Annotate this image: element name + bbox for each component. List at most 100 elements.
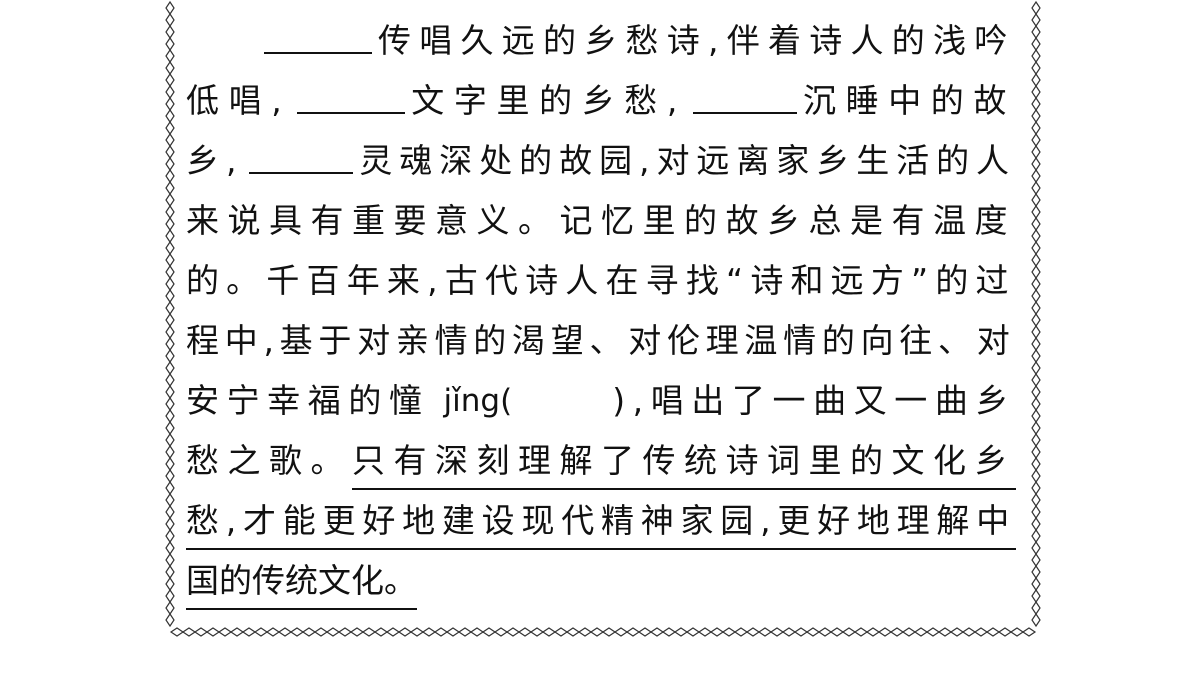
border-diamond — [409, 627, 425, 637]
border-diamond — [505, 627, 521, 637]
border-diamond — [1031, 324, 1041, 340]
border-diamond — [165, 612, 175, 628]
border-diamond — [661, 627, 677, 637]
border-diamond — [165, 228, 175, 244]
border-diamond — [685, 627, 701, 637]
border-diamond — [169, 627, 185, 637]
border-diamond — [1031, 156, 1041, 172]
border-diamond — [1009, 627, 1025, 637]
border-diamond — [529, 627, 545, 637]
border-diamond — [745, 627, 761, 637]
border-diamond — [1031, 384, 1041, 400]
border-diamond — [1031, 132, 1041, 148]
border-diamond — [1031, 228, 1041, 244]
border-diamond — [165, 216, 175, 232]
border-diamond — [1031, 144, 1041, 160]
underlined-sentence: 国的传统文化。 — [186, 552, 417, 610]
border-diamond — [469, 627, 485, 637]
border-diamond — [1031, 108, 1041, 124]
border-diamond — [349, 627, 365, 637]
border-diamond — [781, 627, 797, 637]
border-diamond — [165, 240, 175, 256]
border-diamond — [165, 24, 175, 40]
border-diamond — [937, 627, 953, 637]
border-diamond — [205, 627, 221, 637]
border-diamond — [1031, 96, 1041, 112]
border-diamond — [165, 36, 175, 52]
passage-line-1: 传唱久远的乡愁诗,伴着诗人的浅吟 — [186, 12, 1016, 70]
border-diamond — [181, 627, 197, 637]
border-diamond — [229, 627, 245, 637]
text: 文字里的乡愁, — [411, 81, 687, 120]
border-diamond — [709, 627, 725, 637]
border-diamond — [265, 627, 281, 637]
decorative-border — [165, 0, 1041, 640]
border-diamond — [165, 12, 175, 28]
text: ),唱出了一曲又一曲乡 — [612, 381, 1017, 420]
border-diamond — [853, 627, 869, 637]
border-diamond — [1031, 456, 1041, 472]
border-diamond — [1031, 528, 1041, 544]
border-diamond — [697, 627, 713, 637]
border-diamond — [165, 348, 175, 364]
underlined-sentence: 只有深刻理解了传统诗词里的文化乡 — [352, 432, 1016, 490]
border-diamond — [1031, 348, 1041, 364]
border-diamond — [165, 492, 175, 508]
border-diamond — [165, 336, 175, 352]
passage-line-10: 国的传统文化。 — [186, 552, 417, 610]
border-diamond — [165, 312, 175, 328]
border-diamond — [325, 627, 341, 637]
border-diamond — [165, 516, 175, 532]
border-diamond — [165, 372, 175, 388]
border-diamond — [165, 504, 175, 520]
border-diamond — [1031, 192, 1041, 208]
border-diamond — [517, 627, 533, 637]
passage-line-6: 程中,基于对亲情的渴望、对伦理温情的向往、对 — [186, 312, 1016, 370]
passage-line-9: 愁,才能更好地建设现代精神家园,更好地理解中 — [186, 492, 1016, 550]
border-diamond — [997, 627, 1013, 637]
border-diamond — [165, 408, 175, 424]
border-diamond — [165, 288, 175, 304]
passage-line-8: 愁之歌。 只有深刻理解了传统诗词里的文化乡 — [186, 432, 1016, 490]
border-diamond — [1031, 432, 1041, 448]
border-diamond — [253, 627, 269, 637]
border-diamond — [165, 252, 175, 268]
passage-line-7: 安宁幸福的憧 jǐng( ),唱出了一曲又一曲乡 — [186, 372, 1016, 430]
border-diamond — [165, 156, 175, 172]
pinyin-prompt: jǐng( — [443, 383, 513, 419]
border-diamond — [165, 480, 175, 496]
border-diamond — [949, 627, 965, 637]
border-diamond — [1031, 24, 1041, 40]
border-diamond — [1031, 492, 1041, 508]
border-diamond — [625, 627, 641, 637]
border-diamond — [805, 627, 821, 637]
border-diamond — [973, 627, 989, 637]
fill-blank-4[interactable] — [249, 132, 354, 174]
border-diamond — [373, 627, 389, 637]
border-diamond — [565, 627, 581, 637]
border-diamond — [421, 627, 437, 637]
border-diamond — [241, 627, 257, 637]
border-diamond — [1031, 216, 1041, 232]
border-diamond — [433, 627, 449, 637]
text: 来说具有重要意义。记忆里的故乡总是有温度 — [186, 201, 1016, 240]
border-diamond — [1031, 372, 1041, 388]
fill-blank-3[interactable] — [693, 72, 797, 114]
border-diamond — [637, 627, 653, 637]
border-diamond — [1031, 480, 1041, 496]
character-answer-slot[interactable] — [516, 372, 612, 430]
passage-line-3: 乡, 灵魂深处的故园,对远离家乡生活的人 — [186, 132, 1016, 190]
border-diamond — [165, 324, 175, 340]
border-diamond — [721, 627, 737, 637]
text: 传唱久远的乡愁诗,伴着诗人的浅吟 — [378, 21, 1016, 60]
fill-blank-1[interactable] — [264, 12, 372, 54]
border-diamond — [165, 72, 175, 88]
fill-blank-2[interactable] — [297, 72, 406, 114]
border-diamond — [165, 564, 175, 580]
border-diamond — [165, 120, 175, 136]
border-diamond — [1031, 612, 1041, 628]
border-diamond — [1031, 588, 1041, 604]
border-diamond — [397, 627, 413, 637]
border-diamond — [481, 627, 497, 637]
border-diamond — [1031, 552, 1041, 568]
